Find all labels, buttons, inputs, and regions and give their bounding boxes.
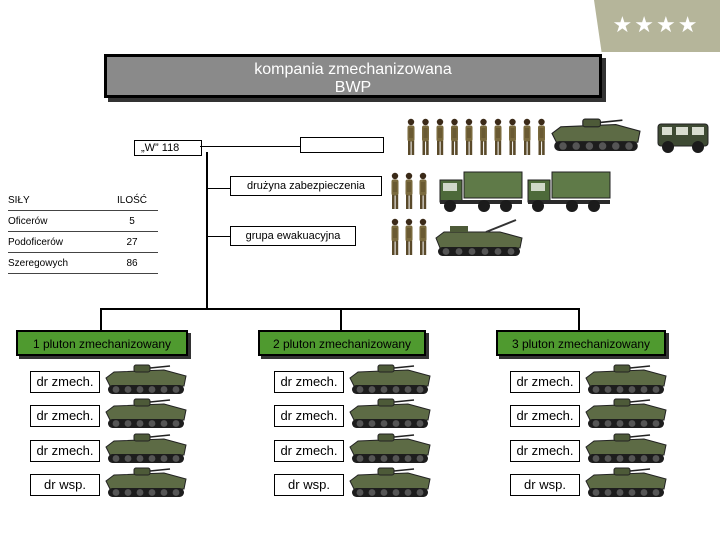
- connector-trunk: [206, 152, 208, 310]
- table-row: Szeregowych 86: [8, 252, 158, 274]
- table-cell-value: 27: [106, 231, 158, 253]
- ifv-vehicle-icon: [105, 433, 187, 463]
- company-subtitle: BWP: [334, 79, 372, 96]
- ifv-vehicle-icon: [349, 364, 431, 394]
- soldier-icon: [407, 118, 415, 155]
- soldier-icon: [419, 218, 427, 255]
- soldier-icon: [451, 118, 458, 155]
- recovery-vehicle-icon: [435, 219, 523, 256]
- soldier-icon: [405, 218, 413, 255]
- strength-table: SIŁY ILOŚĆ Oficerów 5 Podoficerów 27 Sze…: [8, 190, 158, 274]
- platoon-1-squad-3: dr zmech.: [30, 440, 100, 462]
- ifv-vehicle-icon: [585, 364, 667, 394]
- connector-p2: [340, 308, 342, 330]
- soldier-icon: [391, 172, 399, 209]
- platoon-2-squad-2: dr zmech.: [274, 405, 344, 427]
- table-cell-label: Szeregowych: [8, 252, 106, 274]
- ifv-vehicle-icon: [585, 467, 667, 497]
- ifv-vehicle-icon: [585, 433, 667, 463]
- connector-p1: [100, 308, 102, 330]
- table-cell-value: 86: [106, 252, 158, 274]
- ifv-vehicle-icon: [585, 398, 667, 428]
- table-header-forces: SIŁY: [8, 190, 106, 211]
- soldier-icon: [405, 172, 413, 209]
- connector-security: [206, 188, 230, 189]
- ifv-vehicle-icon: [349, 467, 431, 497]
- ifv-vehicle-icon: [551, 118, 641, 151]
- table-header-quantity: ILOŚĆ: [106, 190, 158, 211]
- company-title-box: kompania zmechanizowana BWP: [104, 54, 602, 98]
- soldier-icon: [480, 118, 487, 155]
- rank-stars-icon: ★★★★: [612, 12, 700, 37]
- platoon-2-squad-3: dr zmech.: [274, 440, 344, 462]
- rank-badge: [594, 0, 720, 52]
- platoon-1-squad-1: dr zmech.: [30, 371, 100, 393]
- ifv-vehicle-icon: [105, 364, 187, 394]
- soldier-icon: [465, 118, 473, 155]
- soldier-icon: [523, 118, 531, 155]
- connector-p3: [578, 308, 580, 330]
- platoon-2-header: 2 pluton zmechanizowany: [258, 330, 426, 356]
- command-box: [300, 137, 384, 153]
- company-title: kompania zmechanizowana: [254, 61, 452, 78]
- command-vehicle-label: „W” 118: [134, 140, 202, 156]
- soldier-icon: [422, 118, 429, 155]
- soldier-icon: [509, 118, 516, 155]
- soldier-icon: [494, 118, 502, 155]
- soldier-icon: [436, 118, 444, 155]
- platoon-3-header: 3 pluton zmechanizowany: [496, 330, 666, 356]
- platoon-3-support-squad: dr wsp.: [510, 474, 580, 496]
- platoon-1-support-squad: dr wsp.: [30, 474, 100, 496]
- truck-icon: [527, 171, 611, 212]
- connector-code: [200, 146, 300, 147]
- table-cell-label: Podoficerów: [8, 231, 106, 253]
- platoon-1-header: 1 pluton zmechanizowany: [16, 330, 188, 356]
- security-squad-box: drużyna zabezpieczenia: [230, 176, 382, 196]
- platoon-3-squad-3: dr zmech.: [510, 440, 580, 462]
- platoon-3-squad-1: dr zmech.: [510, 371, 580, 393]
- platoon-2-support-squad: dr wsp.: [274, 474, 344, 496]
- table-row: Podoficerów 27: [8, 231, 158, 253]
- table-cell-value: 5: [106, 210, 158, 232]
- ifv-vehicle-icon: [105, 467, 187, 497]
- ifv-vehicle-icon: [349, 433, 431, 463]
- table-header-row: SIŁY ILOŚĆ: [8, 190, 158, 211]
- soldier-icon: [391, 218, 399, 255]
- ifv-vehicle-icon: [349, 398, 431, 428]
- platoon-1-squad-2: dr zmech.: [30, 405, 100, 427]
- table-row: Oficerów 5: [8, 210, 158, 232]
- evacuation-group-box: grupa ewakuacyjna: [230, 226, 356, 246]
- soldier-icon: [538, 118, 545, 155]
- platoon-3-squad-2: dr zmech.: [510, 405, 580, 427]
- connector-evacuation: [206, 236, 230, 237]
- platoon-2-squad-1: dr zmech.: [274, 371, 344, 393]
- truck-icon: [439, 171, 523, 212]
- soldier-icon: [419, 172, 427, 209]
- jeep-icon: [657, 123, 709, 153]
- table-cell-label: Oficerów: [8, 210, 106, 232]
- ifv-vehicle-icon: [105, 398, 187, 428]
